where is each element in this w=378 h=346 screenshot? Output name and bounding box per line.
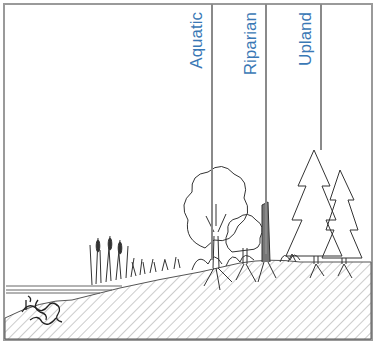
zone-label: Aquatic bbox=[187, 12, 207, 69]
zone-label: Riparian bbox=[241, 12, 261, 75]
aquatic-life bbox=[22, 296, 62, 324]
ground bbox=[5, 260, 371, 339]
zone-band: Aquatic bbox=[160, 4, 213, 260]
water-surface bbox=[6, 286, 122, 293]
emergent-plants bbox=[90, 236, 180, 285]
frame bbox=[4, 4, 372, 340]
upland-conifers bbox=[280, 150, 362, 278]
zone-band: Riparian bbox=[213, 4, 267, 254]
zone-label: Upland bbox=[296, 12, 316, 66]
riparian-trees bbox=[184, 166, 276, 290]
zone-band: Upland bbox=[267, 4, 322, 150]
